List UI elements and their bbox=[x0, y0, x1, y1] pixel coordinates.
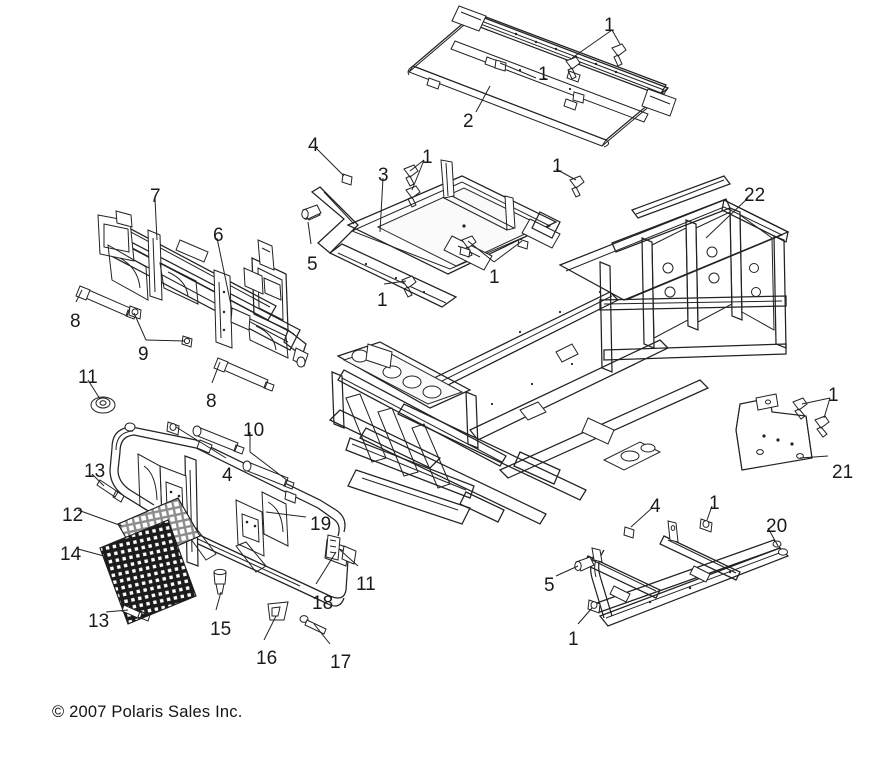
fastener-bolt bbox=[814, 415, 830, 438]
part-21-mounting-bracket bbox=[735, 393, 830, 471]
callout-9-nuts: 9 bbox=[138, 344, 149, 365]
callout-4-nut-bumper: 4 bbox=[222, 465, 233, 486]
fastener-nut-4b bbox=[284, 490, 297, 504]
callout-6-frame-support: 6 bbox=[213, 225, 224, 246]
fastener-bolt-10b bbox=[242, 460, 295, 490]
callout-22-main-chassis-frame: 22 bbox=[744, 185, 766, 206]
callout-12-grille-upper: 12 bbox=[62, 505, 84, 526]
part-6-plate bbox=[175, 239, 209, 263]
callout-21-mounting-bracket: 21 bbox=[832, 462, 854, 483]
callout-20-rear-rack-frame: 20 bbox=[766, 516, 788, 537]
callout-17-screw: 17 bbox=[330, 652, 352, 673]
callout-8-bolt-upper: 8 bbox=[70, 311, 81, 332]
callout-11-grommet: 11 bbox=[78, 367, 98, 388]
fastener-screw-17 bbox=[299, 615, 327, 635]
fastener-bolt bbox=[792, 397, 808, 420]
callout-1-top-center: 1 bbox=[538, 64, 549, 85]
callout-10-bolt: 10 bbox=[243, 420, 265, 441]
callout-15-push-rivet: 15 bbox=[210, 619, 232, 640]
part-11-clip bbox=[325, 534, 341, 561]
callout-1-rear-upper: 1 bbox=[709, 493, 720, 514]
callout-13-screw-upper: 13 bbox=[84, 461, 106, 482]
callout-3-front-sub-frame: 3 bbox=[378, 165, 389, 186]
fastener-nut-9b bbox=[181, 335, 193, 348]
callout-18-bumper-end-cap: 18 bbox=[312, 593, 334, 614]
fastener-bolt bbox=[569, 175, 585, 198]
part-22-main-chassis-frame bbox=[328, 175, 790, 525]
callout-4-nut-rear: 4 bbox=[650, 496, 661, 517]
copyright-notice: © 2007 Polaris Sales Inc. bbox=[52, 703, 243, 721]
fastener-bolt bbox=[403, 164, 419, 187]
fastener-bolt bbox=[401, 275, 417, 298]
fastener-nut bbox=[623, 526, 635, 539]
part-11-grommet bbox=[90, 396, 116, 414]
fastener-bolt-10 bbox=[192, 425, 245, 455]
part-5-spacer bbox=[301, 204, 322, 220]
callout-14-grille-lower: 14 bbox=[60, 544, 82, 565]
callout-13-screw-lower: 13 bbox=[88, 611, 110, 632]
fastener-nut bbox=[699, 518, 713, 533]
part-16-tab bbox=[267, 601, 289, 621]
callout-5-spacer-upper: 5 bbox=[307, 254, 318, 275]
fastener-bolt bbox=[611, 43, 627, 67]
callout-2-cargo-box-rail: 2 bbox=[463, 111, 474, 132]
part-5-spacer bbox=[574, 556, 595, 572]
fastener-bolt-8b bbox=[213, 357, 275, 392]
part-2-cargo-box-frame bbox=[407, 5, 677, 148]
callout-7-front-frame-rail: 7 bbox=[150, 186, 161, 207]
fastener-nut bbox=[341, 173, 353, 186]
callout-16-tab: 16 bbox=[256, 648, 278, 669]
fastener-bolt bbox=[565, 56, 581, 80]
fastener-nut-4 bbox=[166, 421, 180, 436]
fastener-screw-13b bbox=[121, 604, 151, 622]
fastener-bolt-8a bbox=[75, 285, 137, 320]
part-15-push-rivet bbox=[213, 568, 227, 595]
part-7-front-frame-rail bbox=[97, 210, 309, 368]
callout-1-subframe-right: 1 bbox=[552, 156, 563, 177]
callout-11-clip: 11 bbox=[356, 574, 376, 595]
callout-8-bolt-lower: 8 bbox=[206, 391, 217, 412]
part-14-grille-lower bbox=[99, 519, 197, 625]
callout-1-top-right-bolts: 1 bbox=[604, 15, 615, 36]
callout-1-subframe-upper: 1 bbox=[422, 147, 433, 168]
callout-1-subframe-left: 1 bbox=[377, 290, 388, 311]
callout-1-rear-lower: 1 bbox=[568, 629, 579, 650]
callout-1-subframe-lower: 1 bbox=[489, 267, 500, 288]
callout-1-bracket-bolts: 1 bbox=[828, 385, 839, 406]
fastener-nut-9a bbox=[128, 305, 142, 320]
callout-19-bumper-bracket: 19 bbox=[310, 514, 332, 535]
callout-5-spacer-rear: 5 bbox=[544, 575, 555, 596]
part-20-rear-rack-frame bbox=[574, 518, 790, 627]
leader-lines bbox=[75, 29, 831, 645]
callout-4-upper-left-nut: 4 bbox=[308, 135, 319, 156]
part-3-front-subframe bbox=[302, 159, 585, 308]
